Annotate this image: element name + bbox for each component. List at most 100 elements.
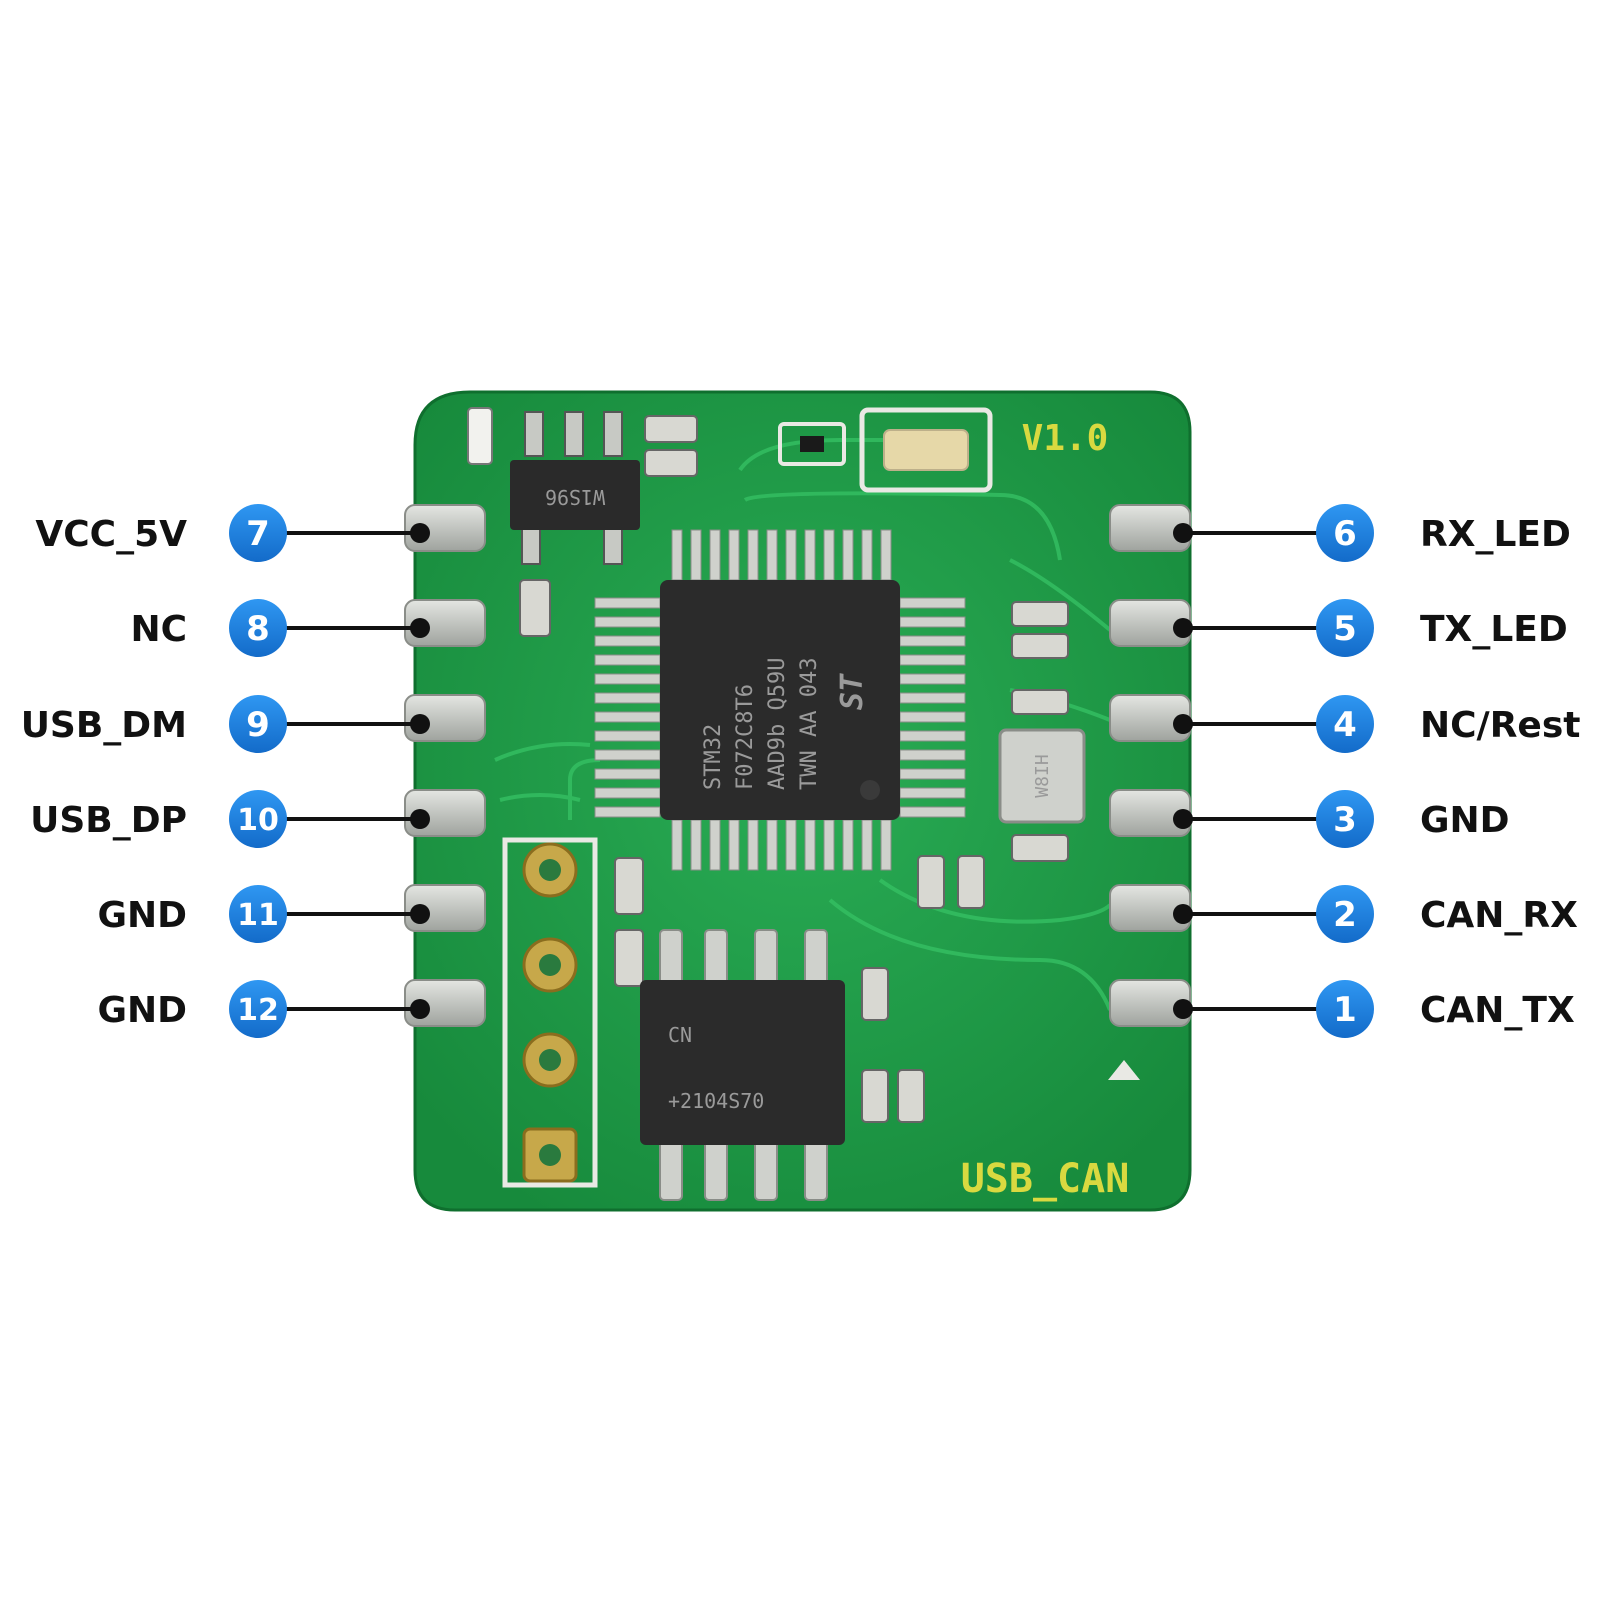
mcu-pin: [842, 819, 854, 871]
mcu-pin: [823, 819, 835, 871]
callout-pin-2: 2 CAN_RX: [1173, 885, 1578, 943]
callout-pin-9: 9 USB_DM: [21, 695, 430, 753]
pin-label: GND: [97, 895, 187, 936]
mcu-pin: [861, 819, 873, 871]
mcu-pin: [842, 529, 854, 581]
mcu-pin: [899, 768, 966, 780]
callout-pin-5: 5 TX_LED: [1173, 599, 1568, 657]
mcu-pin: [728, 819, 740, 871]
pin-number: 3: [1333, 800, 1357, 840]
mcu-pin: [899, 806, 966, 818]
pin-badge: [229, 790, 287, 848]
pin-badge: [229, 504, 287, 562]
callout-pin-8: 8 NC: [130, 599, 430, 657]
pcb-traces: [494, 438, 1112, 1011]
mcu-pin: [594, 597, 661, 609]
mcu-line-3: AAD9b Q59U: [765, 658, 790, 790]
mcu-pin: [594, 806, 661, 818]
smd-components-top: [467, 407, 993, 637]
mcu-pin: [728, 529, 740, 581]
pin-badge: [1316, 504, 1374, 562]
mcu-pin: [709, 819, 721, 871]
board-name-silkscreen: USB_CAN: [961, 1156, 1130, 1202]
pcb-board: W1S96 STM32 F072C8T6 AAD9b Q59U TWN AA 0…: [404, 390, 1192, 1212]
pin-label: NC: [130, 609, 187, 650]
smd-components-bottom: [614, 857, 1140, 1123]
crystal-marking: W8IH: [1032, 754, 1053, 797]
mcu-pin: [804, 819, 816, 871]
mcu-pin: [671, 529, 683, 581]
mcu-pin: [899, 654, 966, 666]
mcu-pin: [899, 692, 966, 704]
mcu-chip: STM32 F072C8T6 AAD9b Q59U TWN AA 043 ST: [660, 580, 900, 820]
mcu-pin: [594, 616, 661, 628]
mcu-pin: [880, 819, 892, 871]
mcu-pin: [594, 635, 661, 647]
pin1-marker-triangle: [1108, 1060, 1140, 1080]
pin-badge: [229, 980, 287, 1038]
pin-number: 1: [1333, 990, 1357, 1030]
mcu-pin: [594, 730, 661, 742]
pin-header: [502, 837, 598, 1188]
callout-pin-7: 7 VCC_5V: [35, 504, 430, 562]
pin-label: VCC_5V: [35, 514, 187, 555]
pin-label: GND: [1420, 800, 1510, 841]
mcu-pin: [899, 597, 966, 609]
version-silkscreen: V1.0: [1022, 418, 1109, 459]
voltage-regulator: W1S96: [510, 460, 640, 530]
mcu-pin: [899, 635, 966, 647]
pin-number: 5: [1333, 609, 1357, 649]
mcu-pin: [690, 819, 702, 871]
pin-number: 2: [1333, 895, 1357, 935]
left-pin-callouts: 7 VCC_5V 8 NC 9 USB_DM 10 USB_DP: [21, 504, 430, 1038]
mcu-pin: [899, 616, 966, 628]
pin-badge: [229, 599, 287, 657]
crystal-oscillator: W8IH: [998, 728, 1086, 824]
regulator-marking: W1S96: [545, 485, 605, 509]
mcu-pin: [671, 819, 683, 871]
mcu-line-2: F072C8T6: [733, 684, 758, 790]
callout-pin-6: 6 RX_LED: [1173, 504, 1571, 562]
pin-number: 8: [246, 609, 270, 649]
mcu-pin: [709, 529, 721, 581]
mcu-pin: [823, 529, 835, 581]
mcu-pin: [766, 819, 778, 871]
pin-number: 9: [246, 705, 270, 745]
pin-label: CAN_TX: [1420, 990, 1575, 1031]
pin-number: 12: [237, 993, 279, 1028]
mcu-pin: [747, 819, 759, 871]
pin-label: USB_DM: [21, 705, 187, 746]
mcu-line-4: TWN AA 043: [797, 658, 822, 790]
transceiver-line-2: +2104S70: [668, 1089, 764, 1113]
pin-label: NC/Rest: [1420, 705, 1580, 746]
mcu-pin: [594, 692, 661, 704]
pin-label: TX_LED: [1420, 609, 1568, 650]
pin-badge: [1316, 885, 1374, 943]
callout-pin-11: 11 GND: [97, 885, 430, 943]
pin-label: GND: [97, 990, 187, 1031]
callout-pin-10: 10 USB_DP: [30, 790, 430, 848]
pin-label: RX_LED: [1420, 514, 1571, 555]
callout-pin-12: 12 GND: [97, 980, 430, 1038]
pin-number: 11: [237, 898, 279, 933]
mcu-pin: [899, 749, 966, 761]
mcu-pin: [747, 529, 759, 581]
mcu-pin: [594, 768, 661, 780]
mcu-pin: [861, 529, 873, 581]
can-transceiver: CN +2104S70: [640, 929, 845, 1201]
pin-badge: [229, 695, 287, 753]
pin-number: 7: [246, 514, 270, 554]
callout-pin-3: 3 GND: [1173, 790, 1510, 848]
pin-number: 4: [1333, 705, 1357, 745]
pin-label: CAN_RX: [1420, 895, 1578, 936]
pin-badge: [1316, 790, 1374, 848]
mcu-pin: [899, 787, 966, 799]
mcu-pin: [804, 529, 816, 581]
pin-label: USB_DP: [30, 800, 187, 841]
pin-number: 10: [237, 803, 279, 838]
mcu-pin: [690, 529, 702, 581]
mcu-pin: [899, 711, 966, 723]
mcu-pin: [766, 529, 778, 581]
callout-pin-1: 1 CAN_TX: [1173, 980, 1575, 1038]
